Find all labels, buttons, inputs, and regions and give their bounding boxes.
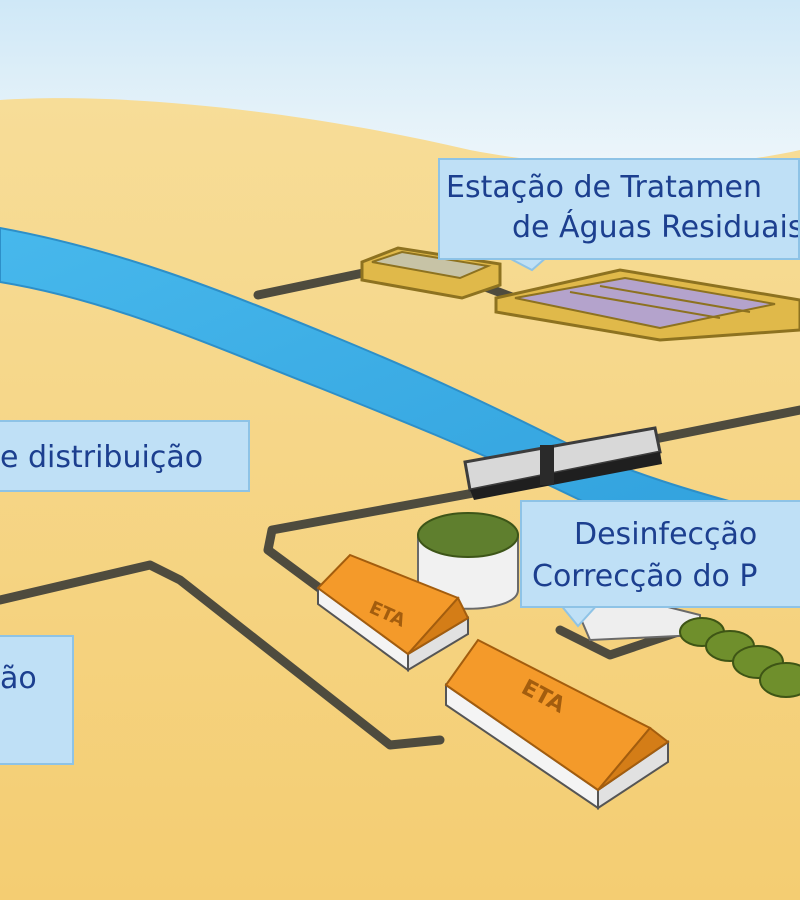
etar-callout: Estação de Tratamen de Águas Residuais bbox=[438, 158, 800, 260]
distribution-callout-text: e distribuição bbox=[0, 440, 204, 475]
disinfection-callout-line1: Desinfecção bbox=[574, 517, 758, 552]
tree-row bbox=[679, 617, 800, 698]
etar-plant bbox=[360, 246, 800, 342]
distribution-callout: e distribuição bbox=[0, 420, 250, 492]
etar-callout-line2: de Águas Residuais bbox=[512, 210, 800, 245]
left-partial-callout-text: ão bbox=[0, 661, 37, 696]
pipe-bridge-east bbox=[645, 405, 800, 445]
pipe-west-loop bbox=[0, 560, 445, 750]
etar-callout-line1: Estação de Tratamen bbox=[446, 170, 763, 205]
treatment-building-small: ETA bbox=[316, 553, 470, 672]
disinfection-callout: Desinfecção Correcção do P bbox=[520, 500, 800, 608]
pipe-bridge-to-treatment bbox=[263, 485, 495, 595]
bridge bbox=[463, 426, 662, 500]
pipe-river-to-etar bbox=[253, 267, 373, 300]
treatment-building-large: ETA bbox=[444, 638, 670, 810]
left-partial-callout: ão bbox=[0, 635, 74, 765]
disinfection-callout-line2: Correcção do P bbox=[532, 559, 758, 594]
